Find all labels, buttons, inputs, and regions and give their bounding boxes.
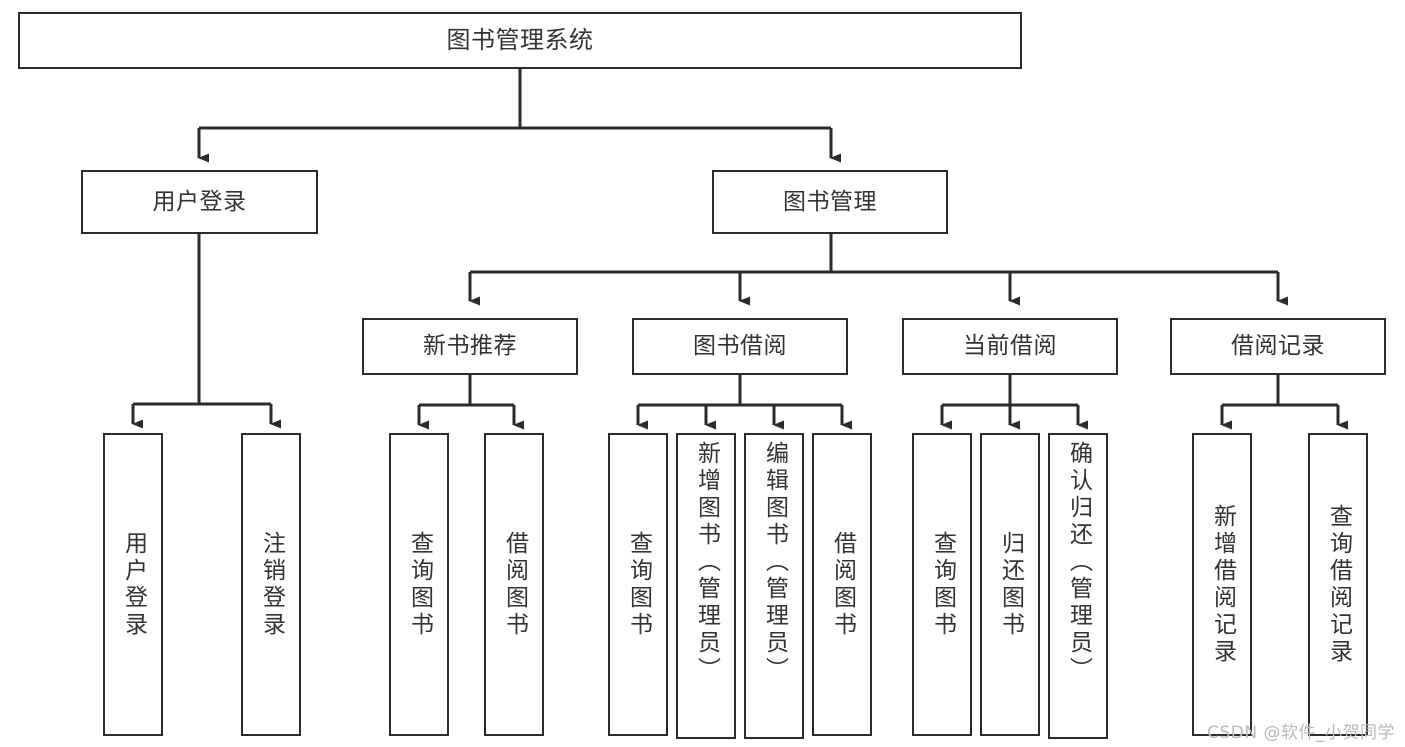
leaf-borrow-query-book[interactable]: 查询图书 (608, 433, 668, 736)
leaf-label: 查询图书 (625, 530, 652, 639)
node-book-borrow[interactable]: 图书借阅 (632, 318, 848, 375)
leaf-record-query-record[interactable]: 查询借阅记录 (1308, 433, 1368, 736)
node-label: 图书管理系统 (446, 25, 594, 54)
node-borrow-record[interactable]: 借阅记录 (1170, 318, 1386, 375)
leaf-borrow-add-book-admin[interactable]: 新增图书（管理员） (676, 433, 736, 739)
leaf-current-query-book[interactable]: 查询图书 (912, 433, 972, 736)
csdn-watermark: CSDN @软件_小贺同学 (1207, 723, 1395, 743)
node-label: 用户登录 (152, 188, 247, 215)
leaf-label: 确认归还（管理员） (1065, 441, 1092, 684)
node-label: 新书推荐 (423, 333, 517, 360)
leaf-user-login-login[interactable]: 用户登录 (103, 433, 163, 736)
node-new-book-recommend[interactable]: 新书推荐 (362, 318, 578, 375)
leaf-label: 借阅图书 (829, 530, 856, 639)
leaf-label: 归还图书 (997, 530, 1024, 639)
node-label: 图书管理 (783, 188, 877, 215)
leaf-label: 编辑图书（管理员） (761, 441, 788, 684)
leaf-new-book-query[interactable]: 查询图书 (389, 433, 449, 736)
node-book-management[interactable]: 图书管理 (712, 170, 948, 234)
leaf-record-add-record[interactable]: 新增借阅记录 (1192, 433, 1252, 736)
leaf-current-return-book[interactable]: 归还图书 (980, 433, 1040, 736)
leaf-label: 注销登录 (258, 530, 285, 639)
leaf-label: 新增借阅记录 (1209, 503, 1236, 666)
node-label: 当前借阅 (963, 333, 1057, 360)
node-current-borrow[interactable]: 当前借阅 (902, 318, 1118, 375)
node-root-library-system[interactable]: 图书管理系统 (18, 12, 1022, 69)
leaf-label: 查询借阅记录 (1325, 503, 1352, 666)
node-label: 借阅记录 (1231, 333, 1325, 360)
leaf-label: 查询图书 (406, 530, 433, 639)
leaf-label: 用户登录 (120, 530, 147, 639)
leaf-new-book-borrow[interactable]: 借阅图书 (484, 433, 544, 736)
leaf-label: 新增图书（管理员） (693, 441, 720, 684)
node-user-login[interactable]: 用户登录 (81, 170, 318, 234)
node-label: 图书借阅 (693, 333, 787, 360)
leaf-borrow-borrow-book[interactable]: 借阅图书 (812, 433, 872, 736)
leaf-borrow-edit-book-admin[interactable]: 编辑图书（管理员） (744, 433, 804, 739)
leaf-current-confirm-return-admin[interactable]: 确认归还（管理员） (1048, 433, 1108, 739)
leaf-user-login-logout[interactable]: 注销登录 (241, 433, 301, 736)
leaf-label: 借阅图书 (501, 530, 528, 639)
leaf-label: 查询图书 (929, 530, 956, 639)
